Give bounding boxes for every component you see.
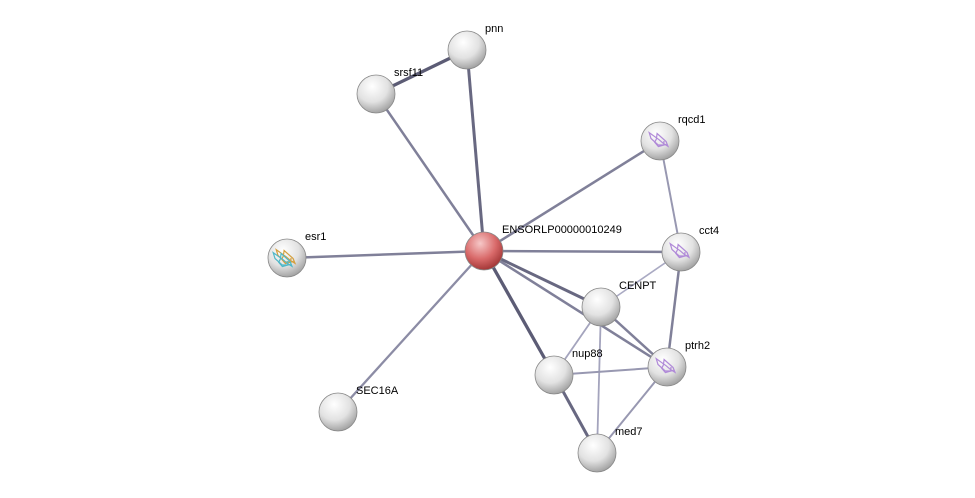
node-label: SEC16A — [356, 385, 399, 397]
protein-structure-icon — [655, 357, 677, 374]
edge-ENSORLP00000010249-pnn[interactable] — [465, 49, 486, 252]
node-nup88[interactable]: nup88 — [534, 348, 603, 395]
node-label: cct4 — [699, 225, 719, 237]
node-label: nup88 — [572, 348, 603, 360]
protein-structure-icon — [648, 131, 670, 148]
node-SEC16A[interactable]: SEC16A — [318, 385, 399, 432]
node-bubble[interactable] — [356, 74, 396, 114]
node-label: ptrh2 — [685, 340, 710, 352]
node-cct4[interactable]: cct4 — [661, 225, 719, 272]
node-esr1[interactable]: esr1 — [267, 231, 326, 278]
node-ptrh2[interactable]: ptrh2 — [647, 340, 710, 387]
edge-ENSORLP00000010249-cct4[interactable] — [483, 249, 682, 254]
node-bubble[interactable] — [318, 392, 358, 432]
node-label: rqcd1 — [678, 114, 706, 126]
edge-ENSORLP00000010249-srsf11[interactable] — [374, 93, 486, 252]
node-label: med7 — [615, 426, 643, 438]
edge-ENSORLP00000010249-nup88[interactable] — [482, 250, 556, 376]
edge-ENSORLP00000010249-CENPT[interactable] — [483, 249, 602, 309]
node-label: pnn — [485, 23, 503, 35]
node-bubble[interactable] — [577, 433, 617, 473]
node-label: ENSORLP00000010249 — [502, 224, 622, 236]
node-rqcd1[interactable]: rqcd1 — [640, 114, 706, 161]
node-bubble[interactable] — [581, 287, 621, 327]
nodes-layer: ENSORLP00000010249 pnn srsf11 rqcd1 esr1 cct4… — [267, 23, 719, 473]
edge-ENSORLP00000010249-esr1[interactable] — [286, 249, 485, 260]
node-ENSORLP00000010249[interactable]: ENSORLP00000010249 — [464, 224, 622, 271]
edge-CENPT-med7[interactable] — [596, 306, 602, 454]
node-bubble[interactable] — [534, 355, 574, 395]
node-bubble[interactable] — [464, 231, 504, 271]
node-label: CENPT — [619, 280, 657, 292]
edge-ENSORLP00000010249-rqcd1[interactable] — [483, 139, 661, 253]
protein-structure-icon — [272, 251, 294, 268]
edge-ENSORLP00000010249-ptrh2[interactable] — [483, 249, 668, 369]
node-med7[interactable]: med7 — [577, 426, 643, 473]
node-label: srsf11 — [394, 67, 423, 79]
protein-structure-icon — [669, 242, 691, 259]
node-srsf11[interactable]: srsf11 — [356, 67, 423, 114]
node-bubble[interactable] — [447, 30, 487, 70]
edge-ENSORLP00000010249-SEC16A[interactable] — [337, 250, 485, 413]
node-label: esr1 — [305, 231, 326, 243]
node-CENPT[interactable]: CENPT — [581, 280, 657, 327]
node-pnn[interactable]: pnn — [447, 23, 503, 70]
